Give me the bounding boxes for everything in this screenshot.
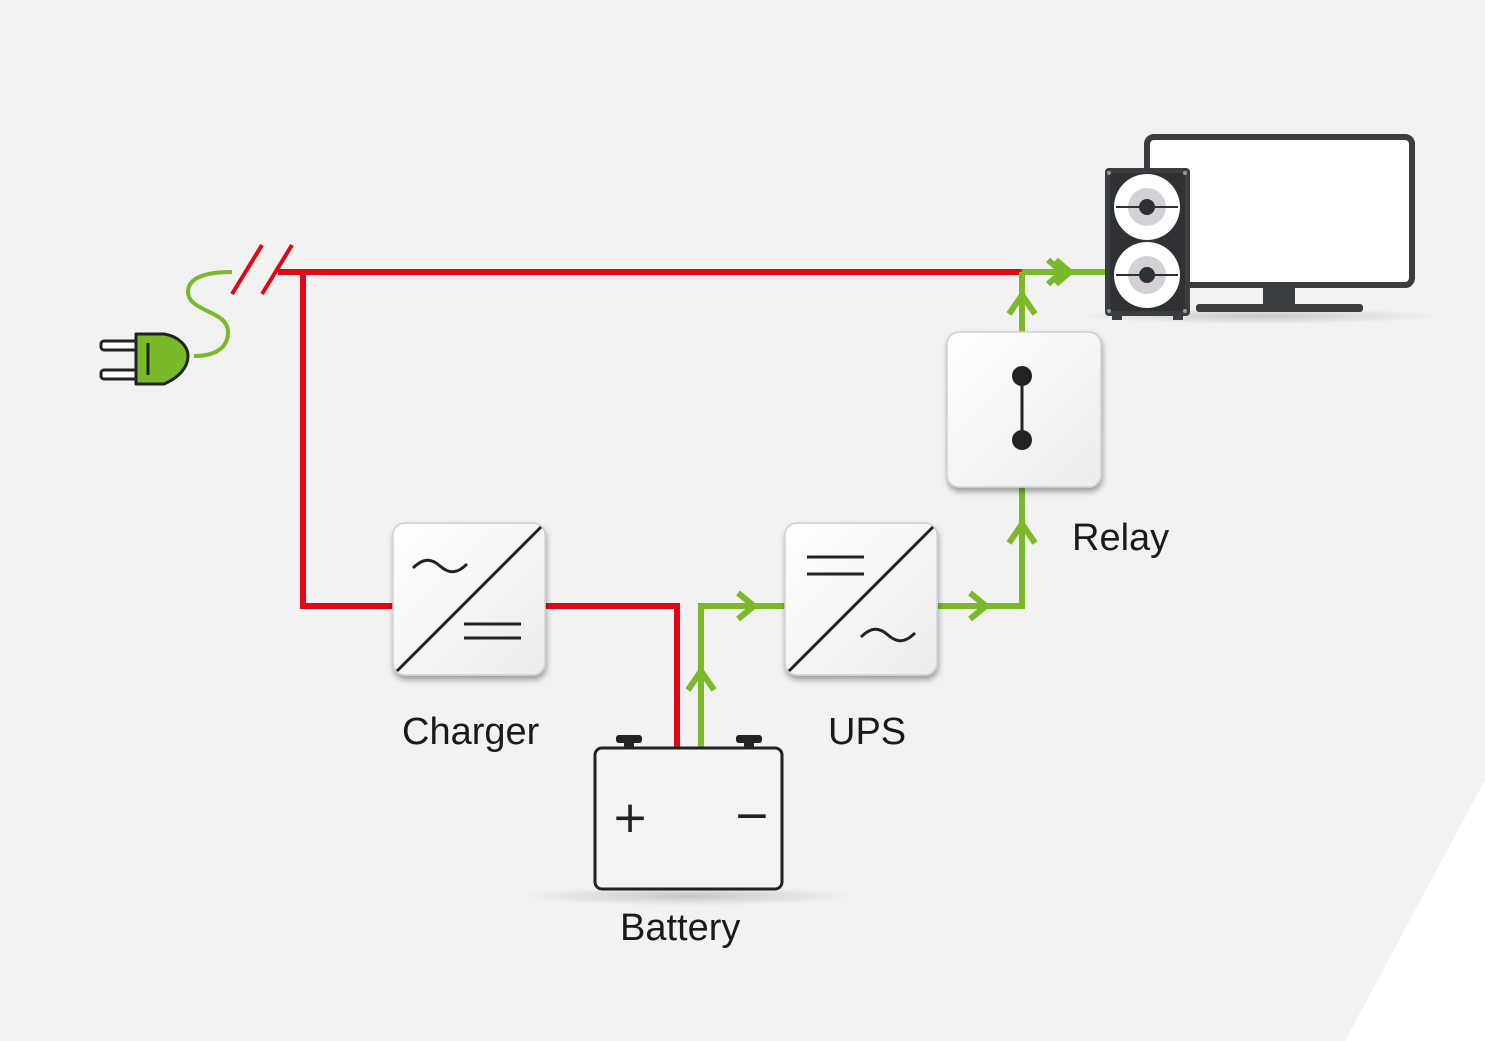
- arrow-up-to-relay: [1006, 518, 1038, 545]
- arrow-right-to-ups: [736, 590, 759, 622]
- arrow-up-battery: [685, 665, 717, 692]
- mains-line: [230, 243, 1022, 748]
- plug-cord: [185, 270, 233, 358]
- relay-contact-top: [1012, 366, 1032, 386]
- ups-box: [784, 522, 938, 676]
- relay-label: Relay: [1072, 517, 1169, 559]
- arrow-up-from-relay: [1006, 289, 1038, 316]
- relay-box: [946, 331, 1102, 488]
- charger-box: [392, 522, 546, 676]
- arrow-right-from-ups: [968, 590, 991, 622]
- dc-symbol-icon: [807, 555, 864, 576]
- arrow-right-to-load-2: [1054, 257, 1075, 287]
- load-equipment: [1080, 134, 1440, 324]
- ac-wave-icon: [859, 627, 917, 643]
- dc-symbol-icon: [464, 622, 521, 640]
- battery-icon: [523, 735, 853, 906]
- plug-icon: [99, 332, 190, 386]
- ac-wave-icon: [411, 558, 469, 574]
- flow-arrows: [685, 257, 1075, 692]
- battery-negative-terminal: −: [734, 790, 771, 841]
- ups-label: UPS: [828, 711, 906, 753]
- battery-label: Battery: [620, 907, 740, 949]
- charger-label: Charger: [402, 711, 540, 753]
- corner-wedge: [1345, 780, 1485, 1041]
- battery-positive-terminal: +: [612, 792, 649, 843]
- speaker-icon: [1105, 168, 1190, 320]
- relay-contact-bottom: [1012, 430, 1032, 450]
- arrow-right-to-load-1: [1046, 257, 1067, 287]
